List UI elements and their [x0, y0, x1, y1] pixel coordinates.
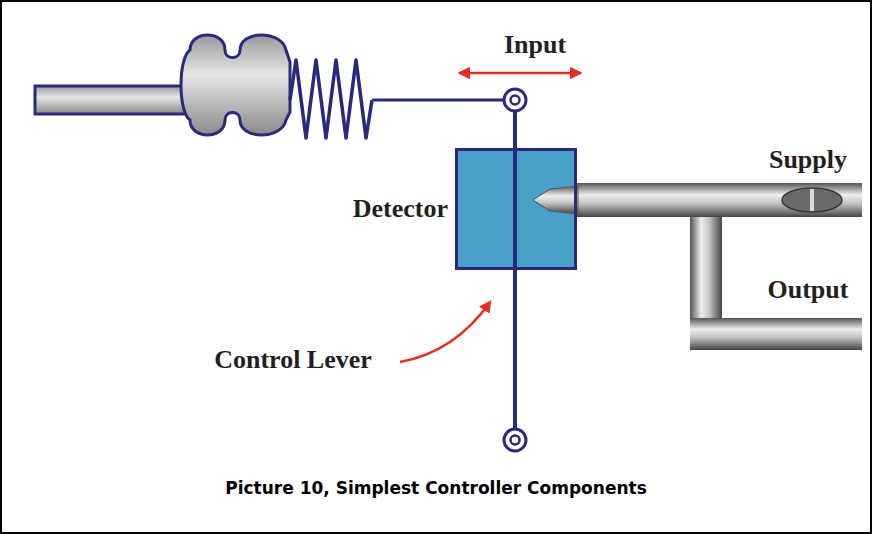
spring — [290, 60, 372, 138]
nozzle — [533, 186, 578, 214]
control-lever — [513, 100, 517, 440]
orifice-bore — [810, 189, 814, 211]
node-label: Detector — [353, 195, 448, 224]
pivot-pin — [511, 436, 520, 445]
restriction-orifice — [782, 188, 842, 212]
part-label: Control Lever — [214, 346, 372, 375]
input-arrow — [460, 72, 580, 75]
detector-box: Detector — [455, 148, 577, 270]
output-pipe — [690, 318, 862, 350]
figure-caption: Picture 10, Simplest Controller Componen… — [225, 478, 647, 498]
input-link — [372, 99, 505, 102]
bellows — [181, 35, 290, 135]
pivot-pin — [511, 96, 520, 105]
pivot — [504, 429, 526, 451]
bellows-rod — [35, 86, 187, 114]
supply-pipe — [575, 183, 862, 217]
pivot — [504, 89, 526, 111]
part-label: Supply — [769, 146, 847, 175]
part-label: Output — [768, 276, 849, 305]
part-label: Input — [504, 31, 566, 60]
leader-arrow — [400, 302, 490, 362]
